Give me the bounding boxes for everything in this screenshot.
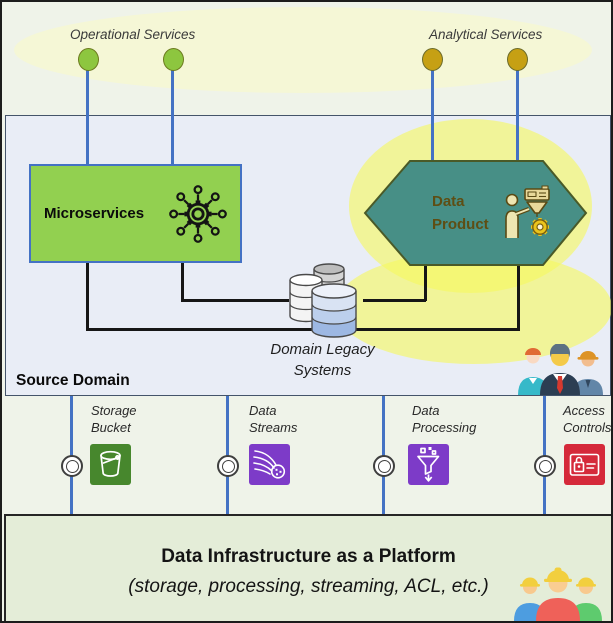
data-streams-tile: [249, 444, 290, 485]
analytical-connector-2: [516, 70, 519, 163]
analytical-services-label: Analytical Services: [429, 27, 543, 42]
operational-port-2: [163, 48, 184, 71]
operational-connector-1: [86, 70, 89, 165]
connector-legacy-to-product-h: [363, 299, 426, 302]
s3-bucket-icon: [100, 450, 121, 477]
business-team-icon: [518, 344, 603, 395]
interface-socket-1: [61, 455, 83, 477]
platform-subtitle: (storage, processing, streaming, ACL, et…: [128, 576, 489, 597]
platform-title: Data Infrastructure as a Platform: [161, 546, 456, 567]
data-processing-label: Data Processing: [412, 403, 477, 435]
data-streams-icon: [253, 450, 286, 479]
legacy-systems-label: Domain Legacy Systems: [270, 341, 375, 379]
interface-socket-2: [217, 455, 239, 477]
connector-micro-to-legacy-h: [181, 299, 289, 302]
microservices-label: Microservices: [44, 205, 145, 222]
microservices-box: Microservices: [29, 164, 242, 263]
data-product-hexagon: [363, 160, 588, 266]
connector-product-right-v: [517, 264, 520, 330]
platform-box: [4, 514, 611, 621]
legacy-databases-icon: [289, 263, 357, 338]
interface-socket-3: [373, 455, 395, 477]
s3-bucket-tile: [90, 444, 131, 485]
interface-socket-4: [534, 455, 556, 477]
construction-workers-icon: [514, 567, 602, 621]
data-processing-icon: [417, 447, 440, 482]
microservices-icon: [169, 184, 227, 243]
analytical-port-2: [507, 48, 528, 71]
access-controls-icon: [569, 453, 600, 476]
data-product-icon: [505, 185, 550, 238]
data-streams-label: Data Streams: [249, 403, 298, 435]
data-product-label: Data Product: [432, 193, 489, 233]
operational-port-1: [78, 48, 99, 71]
connector-micro-to-product: [86, 262, 89, 330]
access-controls-tile: [564, 444, 605, 485]
connector-micro-to-legacy-v: [181, 262, 184, 301]
data-processing-tile: [408, 444, 449, 485]
operational-services-label: Operational Services: [70, 27, 196, 42]
connector-micro-to-product-h: [86, 328, 520, 331]
analytical-connector-1: [431, 70, 434, 163]
services-ellipse: [14, 7, 592, 93]
operational-connector-2: [171, 70, 174, 165]
storage-bucket-label: Storage Bucket: [91, 403, 137, 435]
source-domain-label: Source Domain: [16, 372, 130, 389]
analytical-port-1: [422, 48, 443, 71]
connector-legacy-to-product-v: [424, 264, 427, 301]
access-controls-label: Access Controls: [563, 403, 612, 435]
